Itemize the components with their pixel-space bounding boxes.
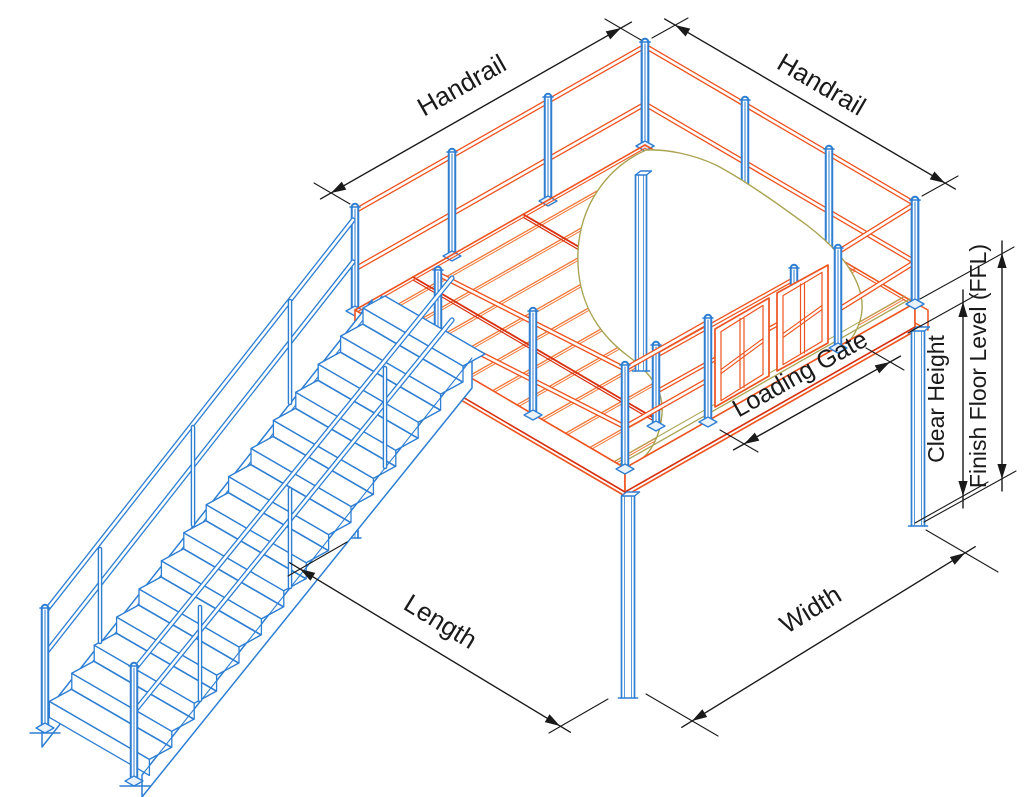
handrail-left-label: Handrail <box>412 48 511 122</box>
staircase <box>29 217 486 797</box>
column-back <box>631 170 653 372</box>
dimension-lines <box>287 17 1017 737</box>
handrail-front-edges <box>428 195 925 475</box>
loading-gate-panels <box>714 264 829 408</box>
width-label: Width <box>774 579 846 639</box>
finish-floor-level-label: Finish Floor Level (FFL) <box>965 244 991 488</box>
clear-height-label: Clear Height <box>923 334 949 462</box>
length-label: Length <box>399 588 483 655</box>
